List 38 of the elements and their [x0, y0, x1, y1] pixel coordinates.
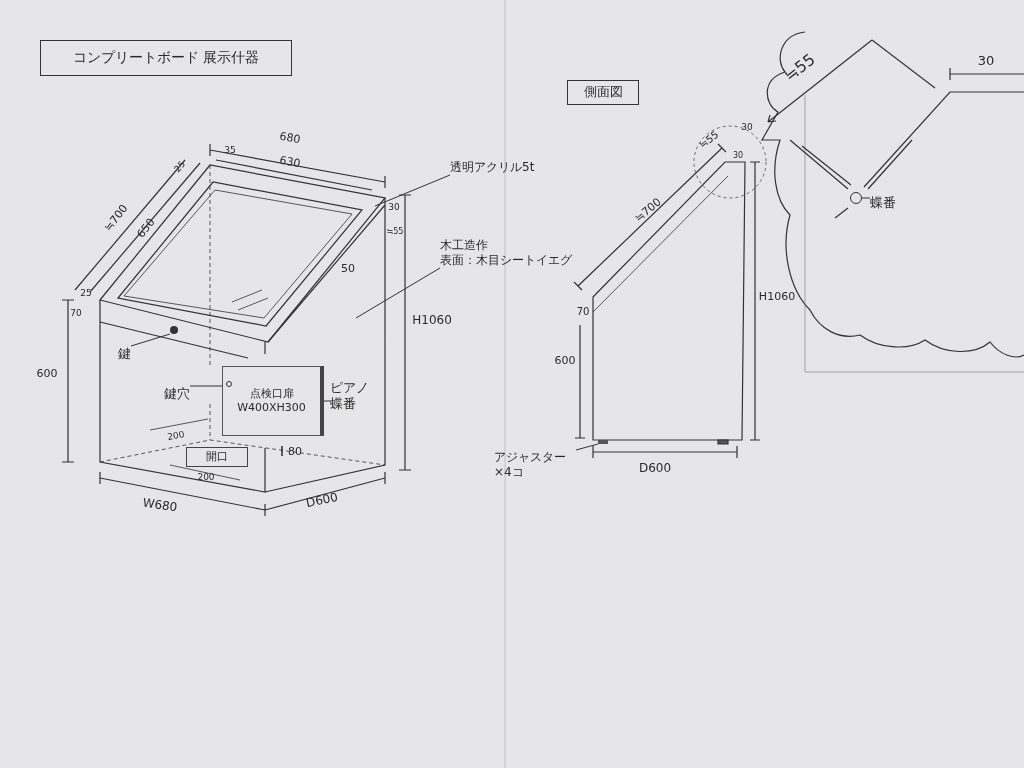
leader-line	[575, 443, 599, 451]
dimension-label: D600	[638, 462, 672, 474]
dimension-label: 200	[166, 430, 186, 442]
dimension-label: 25	[80, 288, 92, 298]
dimension-label: ≒55	[697, 129, 721, 151]
dimension-label: D600	[305, 490, 339, 510]
callout-text: 鍵穴	[164, 386, 190, 403]
callout-text: 鍵	[118, 346, 131, 363]
dimension-label: 70	[576, 307, 590, 317]
dimension-label: 630	[278, 154, 302, 170]
title-box: コンプリートボード 展示什器	[40, 40, 292, 76]
dimension-label: 35	[224, 145, 236, 155]
dimension-label: 25	[172, 159, 188, 175]
callout-text: 木工造作	[440, 238, 489, 253]
dimension-label: 30	[977, 53, 995, 67]
dimension-label: H1060	[758, 290, 796, 302]
callout-text: 蝶番	[870, 195, 896, 212]
callout-text: 透明アクリル5t	[450, 160, 535, 175]
dimension-label: 30	[388, 202, 400, 212]
leader-line	[861, 197, 871, 199]
dimension-label: 30	[741, 122, 753, 132]
dimension-label: 50	[341, 262, 355, 274]
leader-line	[374, 174, 451, 207]
dimension-label: 680	[278, 130, 302, 146]
dimension-label: 600	[36, 367, 58, 379]
view-title-box: 側面図	[567, 80, 639, 105]
callout-text: 表面：木目シートイエグ	[440, 253, 572, 268]
callout-text: アジャスター×4コ	[494, 450, 567, 480]
dimension-label: H1060	[412, 314, 452, 326]
dimension-label: ≒55	[386, 228, 404, 236]
dimension-label: W680	[141, 496, 179, 514]
adjuster-foot	[598, 440, 608, 444]
dimension-label: ≒55	[781, 51, 819, 85]
callout-text: ピアノ蝶番	[330, 380, 370, 413]
dimension-label: 70	[70, 308, 82, 318]
dimension-label: 30	[732, 152, 744, 160]
dimension-label: 80	[288, 445, 302, 457]
dimension-label: 600	[554, 354, 576, 366]
